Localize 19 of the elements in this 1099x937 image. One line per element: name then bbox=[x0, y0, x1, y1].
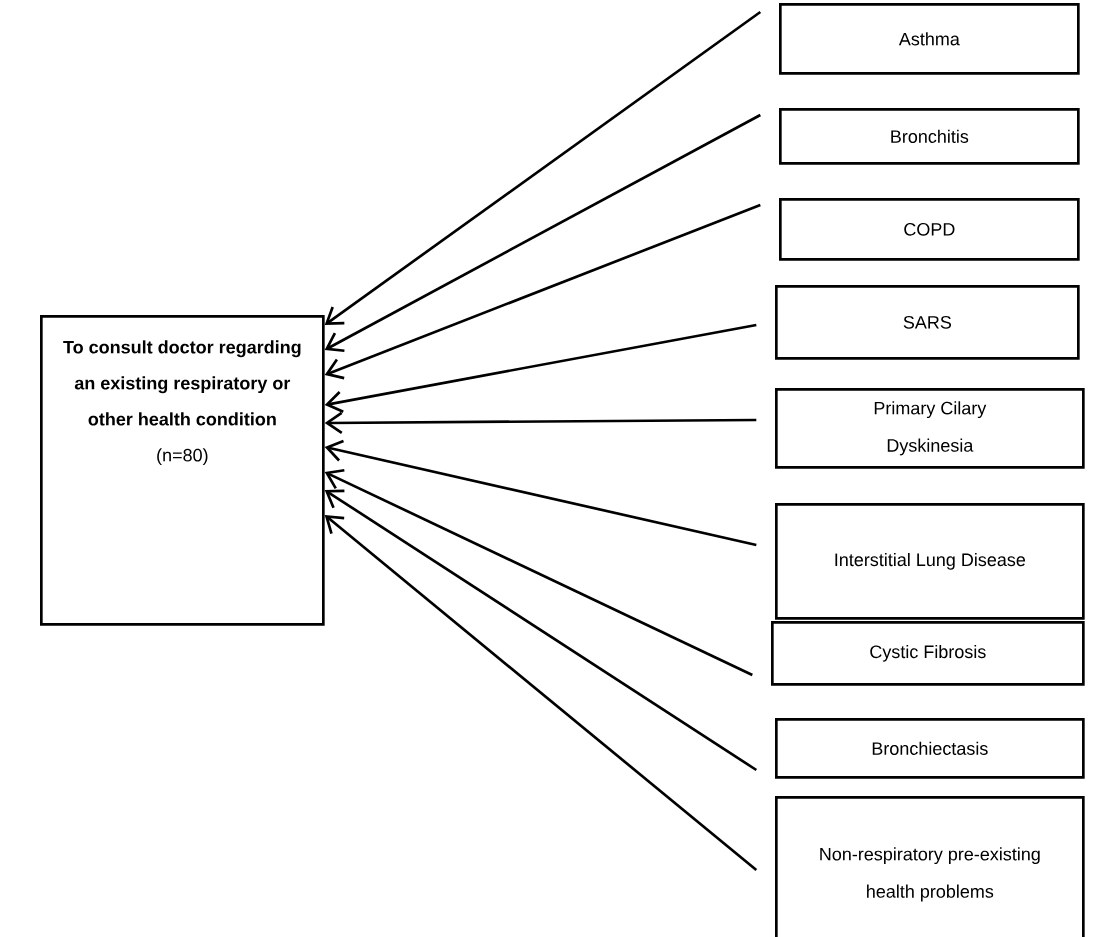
text-box: Bronchiectasis bbox=[775, 718, 1085, 779]
arrow bbox=[324, 489, 758, 772]
text-box: To consult doctor regarding an existing respiratory or other health condition (n=80) bbox=[40, 315, 325, 626]
arrow bbox=[324, 468, 753, 677]
arrow bbox=[324, 515, 758, 872]
text-box: Bronchitis bbox=[779, 108, 1080, 165]
arrow bbox=[324, 323, 757, 413]
text-box: Asthma bbox=[779, 3, 1080, 75]
arrow bbox=[324, 113, 761, 353]
text-box: Interstitial Lung Disease bbox=[775, 503, 1085, 620]
text-box: SARS bbox=[775, 285, 1080, 360]
arrow bbox=[324, 10, 762, 325]
text-box: Primary Cilary Dyskinesia bbox=[775, 388, 1085, 469]
arrow bbox=[324, 411, 757, 434]
arrow bbox=[324, 203, 761, 380]
arrow bbox=[324, 439, 757, 547]
text-box: Non-respiratory pre-existing health problems bbox=[775, 796, 1085, 937]
text-box: COPD bbox=[779, 198, 1080, 261]
text-box: Cystic Fibrosis bbox=[771, 621, 1085, 686]
